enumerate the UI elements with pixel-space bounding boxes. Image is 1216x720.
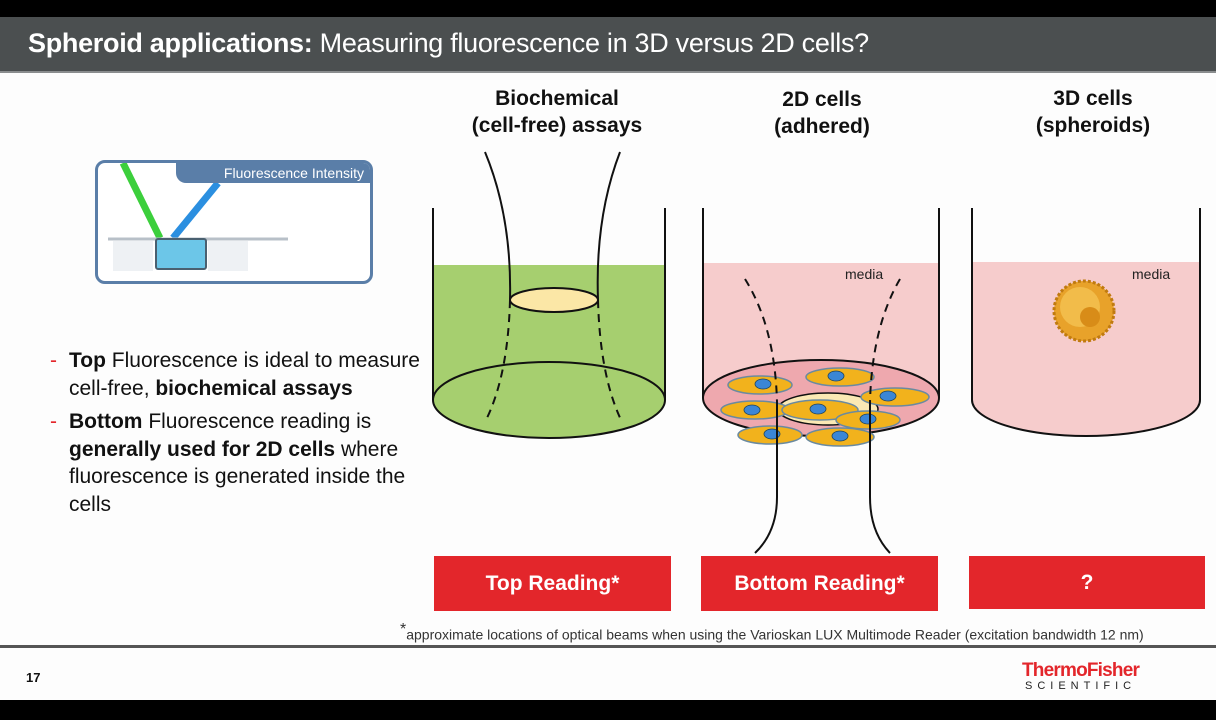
footnote-text: approximate locations of optical beams w… bbox=[406, 626, 1144, 643]
column-title-2d-cells: 2D cells (adhered) bbox=[692, 86, 952, 140]
spheroid bbox=[1052, 279, 1116, 343]
page-number: 17 bbox=[26, 670, 41, 685]
title-line: (adhered) bbox=[774, 115, 870, 138]
title-line: 2D cells bbox=[782, 88, 862, 111]
bottom-reading-label: Bottom Reading* bbox=[701, 556, 938, 611]
bullet-text: Fluorescence reading is bbox=[142, 410, 372, 433]
slide: Spheroid applications: Measuring fluores… bbox=[0, 17, 1216, 700]
bullet-list: -Top Fluorescence is ideal to measure ce… bbox=[50, 347, 420, 524]
fluorescence-intensity-inset: Fluorescence Intensity bbox=[95, 160, 373, 284]
adhered-cells bbox=[720, 367, 930, 447]
bullet-bold-text: Bottom bbox=[69, 410, 143, 433]
well-biochemical bbox=[432, 151, 666, 439]
bullet-bold-text: Top bbox=[69, 349, 106, 372]
column-title-biochemical: Biochemical (cell-free) assays bbox=[427, 85, 687, 139]
inset-label: Fluorescence Intensity bbox=[175, 163, 370, 183]
logo-line1: ThermoFisher bbox=[1022, 660, 1140, 681]
bullet-dash: - bbox=[50, 349, 57, 372]
bullet-item: -Top Fluorescence is ideal to measure ce… bbox=[50, 347, 420, 402]
slide-title: Spheroid applications: Measuring fluores… bbox=[28, 28, 869, 59]
well-3d-spheroids: media bbox=[971, 208, 1201, 437]
well-2d-cells: media bbox=[702, 208, 940, 554]
unknown-reading-label: ? bbox=[969, 556, 1205, 609]
top-reading-label: Top Reading* bbox=[434, 556, 671, 611]
title-rest: Measuring fluorescence in 3D versus 2D c… bbox=[312, 28, 870, 58]
bullet-text: Fluorescence is ideal to measure cell-fr… bbox=[69, 349, 420, 400]
slide-header: Spheroid applications: Measuring fluores… bbox=[0, 17, 1216, 73]
title-line: (spheroids) bbox=[1035, 114, 1151, 137]
title-bold: Spheroid applications: bbox=[28, 28, 313, 58]
logo-line2: SCIENTIFIC bbox=[1024, 680, 1137, 692]
bullet-item: -Bottom Fluorescence reading is generall… bbox=[50, 408, 420, 518]
footnote: *approximate locations of optical beams … bbox=[400, 621, 1144, 643]
footnote-mark: * bbox=[400, 621, 407, 638]
column-title-3d-cells: 3D cells (spheroids) bbox=[963, 85, 1216, 139]
media-label: media bbox=[845, 266, 883, 282]
bullet-bold-text: biochemical assays bbox=[155, 376, 353, 400]
top-reading-illustration bbox=[108, 163, 288, 271]
bullet-bold-text: generally used for 2D cells bbox=[69, 437, 336, 461]
thermofisher-logo: ThermoFisher SCIENTIFIC bbox=[1022, 660, 1140, 692]
bullet-dash: - bbox=[50, 410, 57, 433]
media-label: media bbox=[1132, 266, 1170, 282]
title-line: 3D cells bbox=[1053, 87, 1133, 110]
well-diagrams: media media bbox=[432, 151, 1201, 554]
title-line: Biochemical bbox=[495, 87, 619, 110]
title-line: (cell-free) assays bbox=[471, 114, 643, 137]
bullet-text: where fluorescence is generated inside t… bbox=[69, 437, 406, 516]
footer-divider bbox=[0, 645, 1216, 648]
